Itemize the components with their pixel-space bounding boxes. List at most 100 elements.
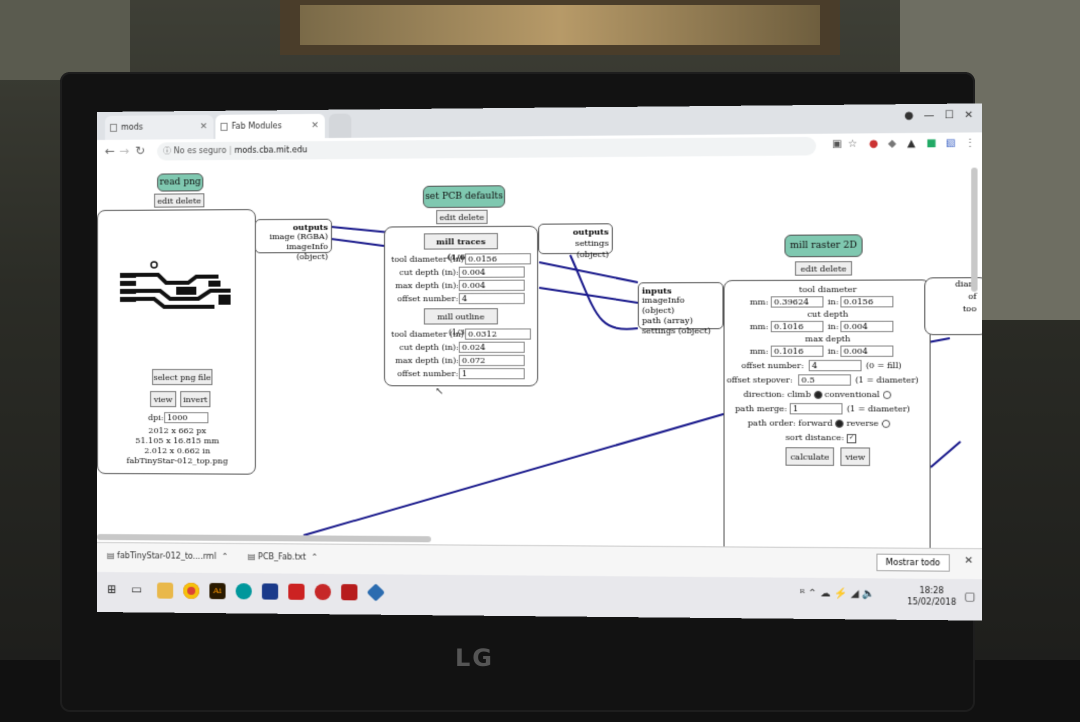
new-tab-button[interactable] — [328, 113, 352, 139]
app-icon[interactable] — [366, 583, 386, 602]
input-port-settings[interactable]: settings (object) — [641, 326, 711, 336]
extension-icon[interactable]: ▧ — [945, 137, 956, 150]
edit-delete-button[interactable]: edit delete — [794, 261, 853, 276]
app-icon[interactable] — [341, 584, 358, 601]
mill-raster-inputs: inputs imageInfo (object) path (array) s… — [637, 282, 724, 335]
calculate-button[interactable]: calculate — [785, 447, 835, 466]
cut-depth-in-input[interactable]: 0.004 — [840, 320, 894, 333]
arduino-icon[interactable] — [235, 583, 252, 600]
direction-conventional-radio[interactable] — [882, 390, 891, 400]
windows-start-icon[interactable]: ⊞ — [106, 582, 118, 597]
close-icon[interactable]: ✕ — [964, 555, 974, 567]
file-explorer-icon[interactable] — [157, 582, 174, 599]
field-label: offset number: — [397, 294, 459, 304]
chevron-up-icon[interactable]: ⌃ — [308, 552, 318, 562]
view-button[interactable]: view — [150, 391, 177, 408]
download-item[interactable]: ▤ PCB_Fab.txt ⌃ — [248, 552, 318, 562]
module-mill-raster-2d: tool diameter mm: 0.39624 in: 0.0156 cut… — [723, 279, 931, 559]
outline-tool-diameter-input[interactable]: 0.0312 — [464, 328, 531, 340]
outline-cut-depth-input[interactable]: 0.024 — [458, 341, 525, 353]
forward-icon[interactable]: → — [119, 143, 130, 158]
tool-diameter-in-input[interactable]: 0.0156 — [840, 296, 894, 308]
sort-distance-row: sort distance: ✓ — [786, 433, 857, 443]
extension-icon[interactable]: ◆ — [888, 138, 897, 150]
show-all-button[interactable]: Mostrar todo — [876, 553, 950, 572]
cut-depth-mm-input[interactable]: 0.1016 — [770, 320, 824, 333]
output-port-imageinfo[interactable]: imageInfo (object) — [286, 241, 328, 262]
close-window-icon[interactable]: ✕ — [964, 109, 974, 122]
back-icon[interactable]: ← — [104, 143, 116, 158]
offset-stepover-input[interactable]: 0.5 — [798, 374, 851, 386]
reload-icon[interactable]: ↻ — [135, 143, 146, 158]
app-icon[interactable] — [314, 583, 331, 601]
select-png-file-button[interactable]: select png file — [152, 369, 213, 386]
direction-climb-radio[interactable] — [813, 390, 822, 400]
clock-date[interactable]: 15/02/2018 — [907, 597, 957, 607]
input-port-path[interactable]: path (array) — [641, 315, 693, 326]
url-input[interactable]: ⓘ No es seguro | mods.cba.mit.edu — [157, 136, 817, 161]
path-order-forward-radio[interactable] — [835, 419, 844, 428]
mods-canvas[interactable]: read png edit delete select png file vie… — [97, 157, 982, 559]
traces-cut-depth-input[interactable]: 0.004 — [458, 266, 525, 278]
output-port-settings[interactable]: settings (object) — [575, 238, 609, 260]
windows-taskbar: ⊞ ▭ Ai 18:28 15/02/2018 ᴿ ⌃ ☁ ⚡ ◢ 🔈 ▢ — [97, 572, 982, 621]
account-icon[interactable]: ● — [904, 110, 914, 122]
illustrator-icon[interactable]: Ai — [209, 582, 226, 600]
cast-icon[interactable]: ▣ — [831, 138, 842, 151]
traces-offset-number-input[interactable]: 4 — [458, 292, 525, 305]
module-title-set-pcb-defaults[interactable]: set PCB defaults — [422, 185, 506, 209]
outline-offset-number-input[interactable]: 1 — [458, 368, 525, 380]
view-button[interactable]: view — [840, 447, 871, 467]
download-item[interactable]: ▤ fabTinyStar-012_to....rml ⌃ — [107, 551, 228, 561]
sort-distance-checkbox[interactable]: ✓ — [846, 433, 857, 443]
close-icon[interactable]: ✕ — [311, 120, 319, 132]
chrome-icon[interactable] — [183, 582, 200, 599]
notification-icon[interactable]: ▢ — [964, 589, 976, 603]
field-label: max depth (in): — [395, 280, 459, 291]
app-icon[interactable] — [261, 583, 279, 600]
extension-icon[interactable]: ■ — [926, 137, 937, 150]
path-merge-input[interactable]: 1 — [789, 403, 843, 415]
sort-distance-label: sort distance: — [785, 432, 844, 443]
module-title-mill-raster-2d[interactable]: mill raster 2D — [784, 234, 863, 258]
mill-outline-button[interactable]: mill outline (1/32) — [423, 308, 498, 337]
outline-max-depth-input[interactable]: 0.072 — [458, 354, 525, 367]
close-icon[interactable]: ✕ — [199, 121, 208, 133]
tray-icons[interactable]: ᴿ ⌃ ☁ ⚡ ◢ 🔈 — [799, 587, 876, 600]
minimize-icon[interactable]: — — [923, 110, 935, 122]
vertical-scrollbar[interactable] — [971, 167, 978, 292]
edit-delete-button[interactable]: edit delete — [436, 209, 488, 225]
app-icon[interactable] — [288, 583, 305, 600]
clock-time[interactable]: 18:28 — [919, 585, 944, 596]
input-port-imageinfo[interactable]: imageInfo (object) — [641, 295, 685, 316]
tab-mods[interactable]: mods ✕ — [104, 114, 214, 140]
info-icon: ⓘ — [163, 146, 172, 156]
max-depth-in-input[interactable]: 0.004 — [840, 345, 894, 357]
chevron-up-icon[interactable]: ⌃ — [218, 551, 229, 562]
in-label: in: — [827, 346, 839, 356]
output-port-image[interactable]: image (RGBA) — [269, 231, 328, 242]
direction-label: direction: climb — [743, 389, 811, 399]
menu-icon[interactable]: ⋮ — [964, 137, 976, 150]
invert-button[interactable]: invert — [180, 391, 211, 408]
maximize-icon[interactable]: ☐ — [944, 109, 955, 122]
bookmark-star-icon[interactable]: ☆ — [847, 138, 858, 150]
field-label: max depth (in): — [395, 355, 459, 366]
mill-traces-button[interactable]: mill traces (1/64) — [423, 233, 498, 262]
traces-max-depth-input[interactable]: 0.004 — [458, 279, 525, 292]
tool-diameter-mm-input[interactable]: 0.39624 — [770, 296, 824, 308]
module-title-read-png[interactable]: read png — [157, 173, 204, 192]
traces-tool-diameter-input[interactable]: 0.0156 — [464, 253, 531, 265]
max-depth-mm-input[interactable]: 0.1016 — [770, 345, 824, 357]
task-view-icon[interactable]: ▭ — [131, 582, 143, 597]
path-order-reverse-radio[interactable] — [881, 419, 890, 428]
edit-delete-button[interactable]: edit delete — [154, 193, 205, 208]
offset-number-input[interactable]: 4 — [808, 359, 862, 372]
tab-fab-modules[interactable]: Fab Modules ✕ — [215, 113, 325, 139]
pcb-preview-image — [118, 260, 239, 317]
extension-icon[interactable]: ● — [868, 138, 879, 150]
in-label: in: — [827, 321, 839, 332]
dpi-input[interactable]: 1000 — [164, 412, 209, 424]
offset-stepover-label: offset stepover: — [726, 375, 793, 385]
extension-icon[interactable]: ▲ — [907, 138, 916, 150]
